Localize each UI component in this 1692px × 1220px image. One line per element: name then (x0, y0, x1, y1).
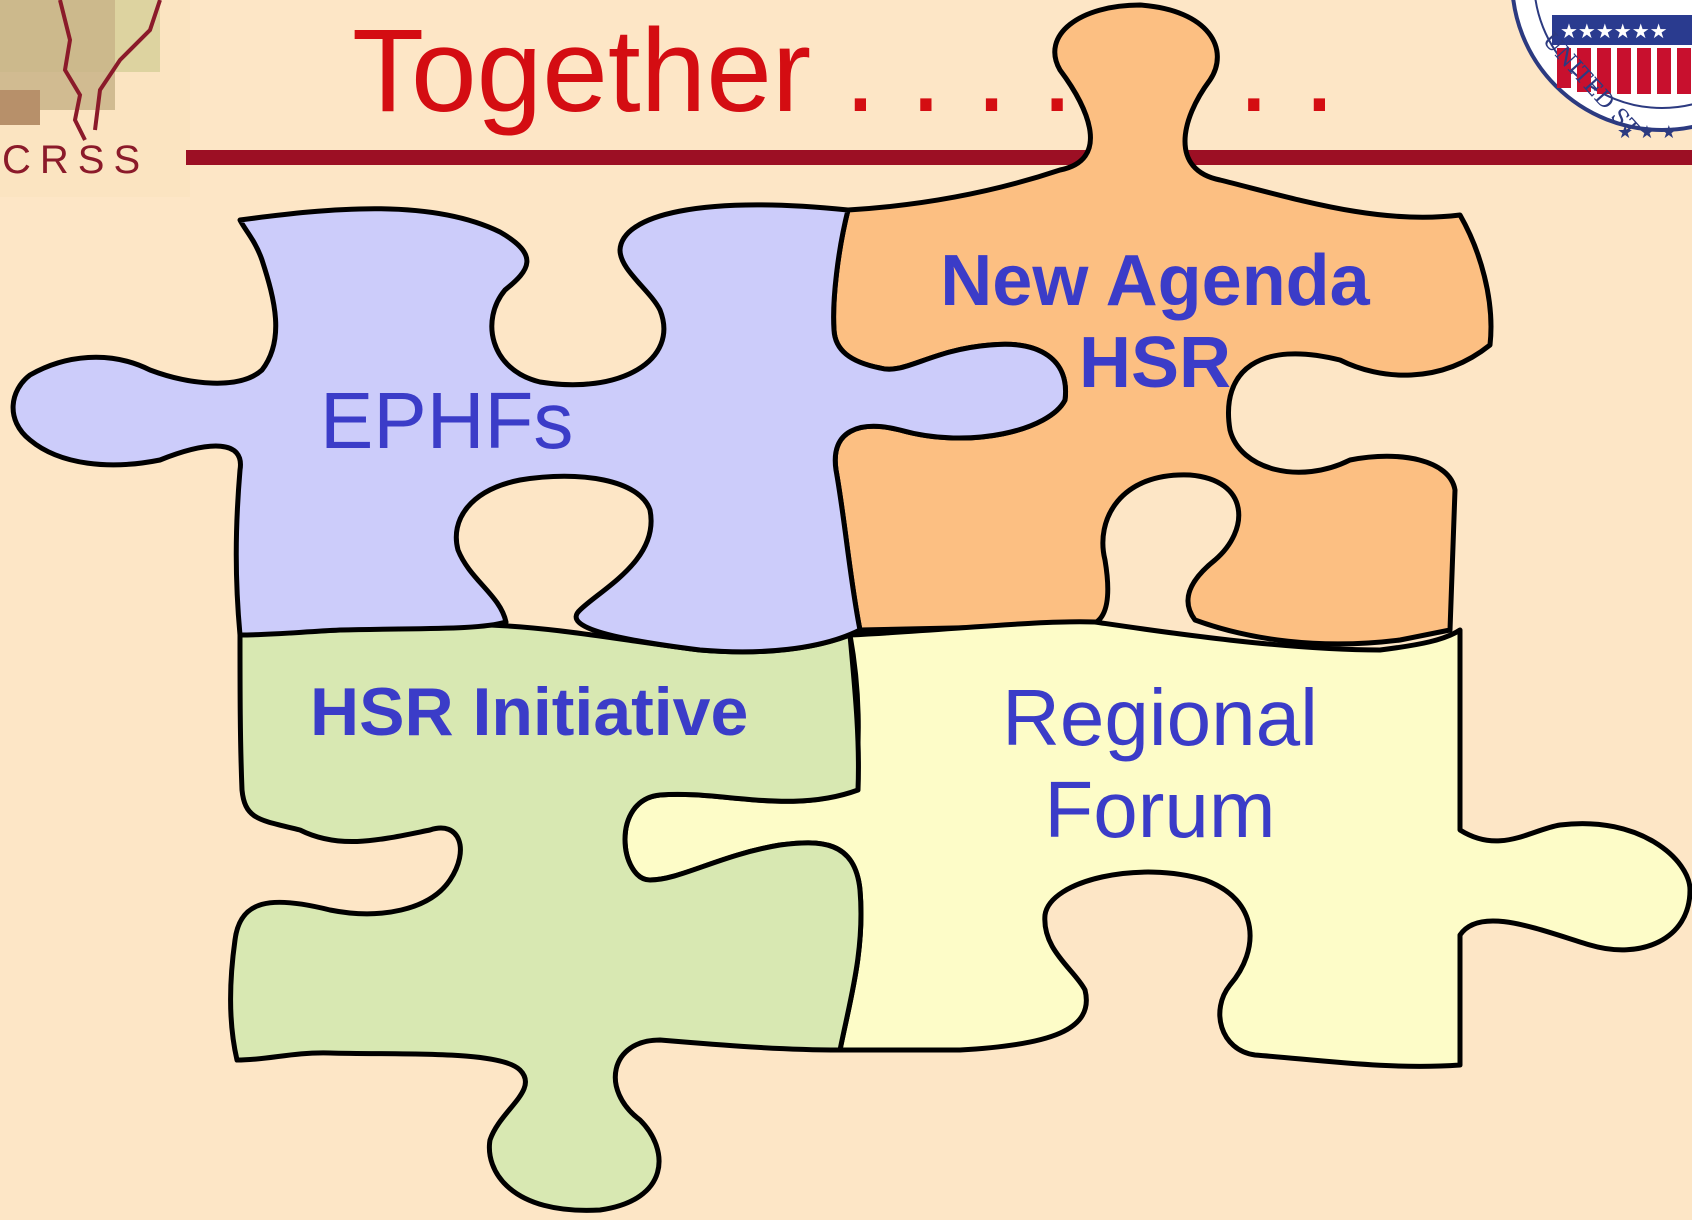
svg-text:★ ★ ★: ★ ★ ★ (1617, 122, 1677, 143)
label-line: Regional (1002, 673, 1318, 762)
svg-text:★★★★★★: ★★★★★★ (1560, 19, 1668, 43)
label-line: HSR (1078, 323, 1231, 403)
label-line: Forum (1044, 765, 1276, 854)
title-divider (186, 150, 1692, 165)
crss-logo: CRSS (0, 0, 190, 197)
logo-text: CRSS (2, 138, 150, 182)
label-hsr-initiative: HSR Initiative (310, 674, 749, 750)
map-icon (58, 0, 162, 141)
label-regional-forum: Regional Forum (935, 672, 1385, 856)
label-ephfs: EPHFs (320, 376, 574, 465)
logo-square (0, 90, 40, 125)
label-new-agenda-hsr: New Agenda HSR (920, 240, 1390, 404)
puzzle-piece-ephfs (10, 202, 1069, 655)
label-line: New Agenda (940, 241, 1370, 321)
seal-logo: ★★★★★★ UNITED ST ★ ★ ★ (1511, 0, 1692, 143)
puzzle-piece-hsr-initiative (228, 622, 864, 1213)
